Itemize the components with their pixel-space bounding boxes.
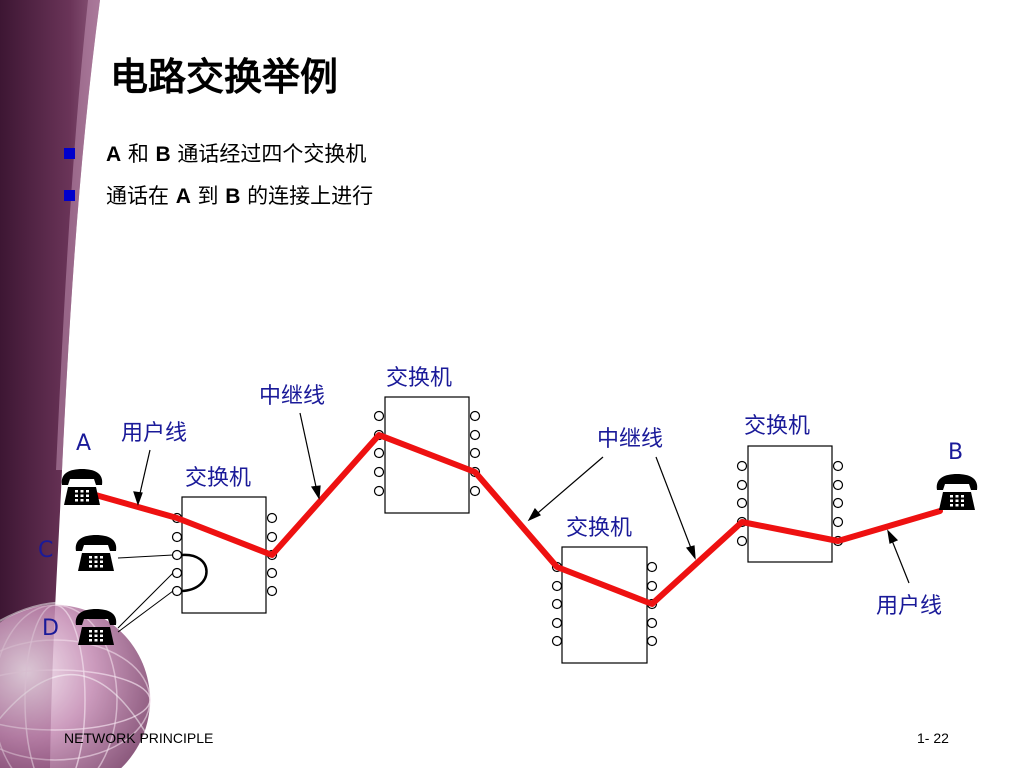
switch-box-3 — [551, 546, 658, 664]
phone-a-label: A — [76, 431, 92, 456]
bullet-1-part-3: B — [155, 143, 171, 166]
switch-label-1: 交换机 — [185, 466, 252, 491]
bullet-1-part-2: 和 — [121, 142, 156, 166]
bullet-1-part-4: 通话经过四个交换机 — [170, 142, 367, 166]
local-loop — [180, 553, 208, 593]
bullet-1-part-1: A — [106, 143, 122, 166]
bullet-2-part-5: 的连接上进行 — [240, 184, 374, 208]
user-line-label-left: 用户线 — [121, 421, 188, 446]
side-band-highlight — [56, 0, 100, 470]
bullet-2-part-2: A — [175, 185, 191, 208]
bullet-item-2: 通话在 A 到 B 的连接上进行 — [64, 180, 373, 210]
bullet-text-2: 通话在 A 到 B 的连接上进行 — [106, 180, 373, 210]
switch-label-2: 交换机 — [386, 366, 453, 391]
bullet-square-icon — [64, 147, 75, 159]
trunk-label-2: 中继线 — [597, 427, 664, 452]
bullet-2-part-3: 到 — [190, 184, 226, 208]
phone-b-icon — [936, 474, 978, 510]
switch-label-3: 交换机 — [566, 516, 633, 541]
bullet-2-part-4: B — [225, 185, 241, 208]
line-d2 — [117, 590, 174, 633]
bullet-text-1: A 和 B 通话经过四个交换机 — [106, 138, 366, 168]
bullet-2-part-1: 通话在 — [106, 184, 176, 208]
line-c — [117, 554, 174, 559]
page-number: 1- 22 — [917, 730, 949, 746]
trunk-label-1: 中继线 — [259, 384, 326, 409]
bullet-item-1: A 和 B 通话经过四个交换机 — [64, 138, 366, 168]
phone-d-label: D — [42, 616, 59, 641]
phone-c-label: C — [38, 538, 54, 563]
circuit-path — [89, 432, 943, 607]
slide-title: 电路交换举例 — [110, 55, 339, 99]
footer-left: NETWORK PRINCIPLE — [64, 730, 214, 746]
phone-a-icon — [61, 469, 103, 505]
phone-d-icon — [75, 609, 117, 645]
user-line-label-right: 用户线 — [876, 594, 943, 619]
switch-box-4 — [736, 445, 844, 563]
switch-box-1 — [171, 496, 278, 614]
annotation-arrows — [133, 412, 910, 584]
phone-b-label: B — [948, 440, 964, 465]
switch-label-4: 交换机 — [744, 414, 811, 439]
bullet-square-icon — [64, 189, 75, 201]
globe-graphic — [0, 601, 161, 768]
phone-c-icon — [75, 535, 117, 571]
line-d — [117, 572, 174, 629]
